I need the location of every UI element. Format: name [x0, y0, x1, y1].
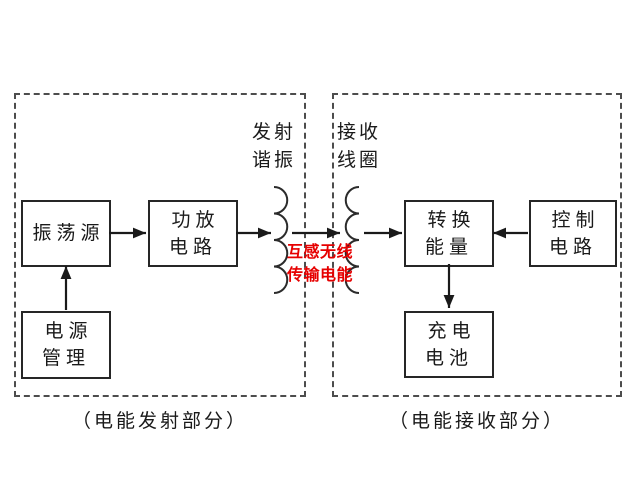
battery-label: 充电 电池: [424, 320, 476, 369]
transmitter-caption: （电能发射部分）: [71, 411, 248, 432]
receiver-section-frame: [332, 93, 622, 397]
mutual-induction-note: 互感无线 传输电能: [286, 244, 353, 284]
energy-converter-block: 转换 能量: [404, 200, 494, 267]
transmitter-section-frame: [14, 93, 306, 397]
control-circuit-block: 控制 电路: [529, 200, 617, 267]
receive-coil-label: 接收 线圈: [337, 122, 382, 171]
oscillator-block: 振荡源: [21, 200, 111, 267]
power-amplifier-block: 功放 电路: [148, 200, 238, 267]
receiver-caption: （电能接收部分）: [388, 411, 565, 432]
energy-converter-label: 转换 能量: [424, 209, 476, 258]
power-management-block: 电源 管理: [21, 311, 111, 379]
transmit-coil-label: 发射 谐振: [252, 122, 297, 171]
control-circuit-label: 控制 电路: [548, 209, 600, 258]
power-management-label: 电源 管理: [41, 321, 93, 369]
power-amplifier-label: 功放 电路: [168, 209, 220, 258]
battery-block: 充电 电池: [404, 311, 494, 378]
oscillator-label: 振荡源: [32, 223, 105, 244]
